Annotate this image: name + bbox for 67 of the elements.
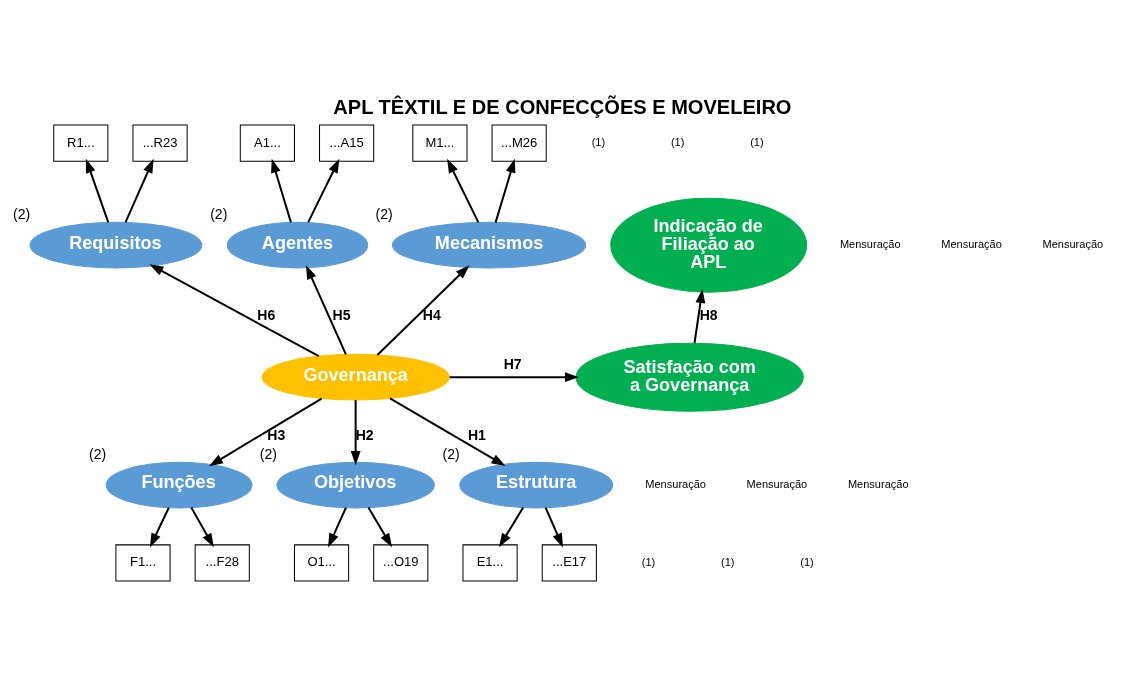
node-label: (2) bbox=[375, 205, 393, 222]
node-ellipse: Mecanismos bbox=[391, 221, 587, 268]
node-box: ...M26 bbox=[491, 124, 547, 162]
node-box: F1... bbox=[115, 543, 171, 581]
node-box: R1... bbox=[53, 124, 109, 162]
arrow bbox=[328, 506, 347, 547]
node-ellipse: Indicação de Filiação ao APL bbox=[610, 197, 808, 293]
arrow bbox=[544, 506, 563, 547]
node-label: (2) bbox=[88, 445, 107, 462]
edge-label: H7 bbox=[503, 355, 522, 372]
label: Mensuração bbox=[941, 237, 1002, 250]
arrow bbox=[367, 506, 393, 547]
node-ellipse: Governança bbox=[261, 353, 450, 400]
diagram-title: APL TÊXTIL E DE CONFECÇÕES E MOVELEIRO bbox=[333, 95, 792, 118]
label: Mensuração bbox=[746, 477, 808, 490]
node-ellipse: Objetivos bbox=[276, 461, 435, 508]
edge-label: H3 bbox=[267, 426, 286, 442]
label: Mensuração bbox=[839, 237, 901, 250]
edge-label: H6 bbox=[257, 306, 276, 323]
node-box: O1... bbox=[293, 543, 350, 581]
node-ellipse: Agentes bbox=[226, 221, 369, 268]
node-box: ...O19 bbox=[373, 543, 429, 581]
label: Mensuração bbox=[847, 477, 909, 490]
arrow bbox=[271, 158, 292, 223]
arrow bbox=[498, 506, 524, 547]
arrow bbox=[449, 371, 580, 382]
label: (1) bbox=[800, 555, 814, 568]
label: Mensuração bbox=[645, 477, 706, 490]
node-box: E1... bbox=[462, 543, 518, 581]
label: (1) bbox=[750, 135, 764, 148]
arrow bbox=[149, 506, 170, 547]
node-box: A1... bbox=[239, 124, 295, 162]
arrow bbox=[447, 158, 480, 223]
label: Mensuração bbox=[1042, 237, 1104, 250]
node-box: ...A15 bbox=[319, 124, 375, 162]
arrow bbox=[693, 288, 706, 343]
arrow bbox=[494, 158, 516, 223]
arrow bbox=[305, 264, 347, 355]
arrow bbox=[190, 506, 214, 547]
node-ellipse: Funções bbox=[105, 461, 253, 508]
node-box: ...E17 bbox=[541, 543, 597, 581]
node-label: (2) bbox=[210, 205, 228, 222]
node-ellipse: Estrutura bbox=[459, 461, 614, 508]
node-label: (2) bbox=[259, 445, 278, 462]
arrow bbox=[307, 158, 340, 223]
label: (1) bbox=[591, 135, 606, 148]
label: (1) bbox=[670, 135, 685, 148]
edge-label: H4 bbox=[422, 306, 441, 323]
node-box: M1... bbox=[412, 124, 468, 162]
node-box: ...F28 bbox=[194, 543, 250, 581]
edge-label: H8 bbox=[699, 306, 718, 323]
arrow bbox=[149, 263, 320, 357]
node-label: (2) bbox=[13, 205, 31, 222]
arrow bbox=[350, 399, 361, 465]
node-ellipse: Satisfação com a Governança bbox=[575, 342, 804, 412]
arrow bbox=[389, 396, 506, 466]
label: (1) bbox=[721, 555, 735, 568]
label: (1) bbox=[641, 555, 656, 568]
arrow bbox=[208, 397, 323, 466]
node-ellipse: Requisitos bbox=[29, 221, 203, 268]
node-label: (2) bbox=[442, 445, 460, 462]
arrow bbox=[85, 158, 110, 223]
edge-label: H5 bbox=[332, 306, 351, 323]
arrow bbox=[376, 264, 470, 356]
arrow bbox=[124, 158, 154, 223]
node-box: ...R23 bbox=[132, 124, 188, 162]
edge-label: H1 bbox=[467, 426, 486, 442]
